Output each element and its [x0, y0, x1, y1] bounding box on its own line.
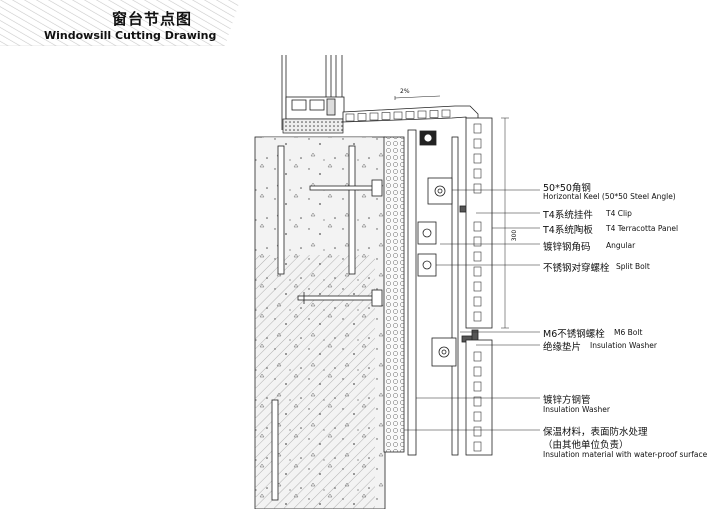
label-t4-panel-cn: T4系统陶板 [543, 225, 593, 236]
page-title: 窗台节点图 [112, 10, 193, 28]
label-insulation-washer-en: Insulation Washer [590, 341, 657, 350]
height-dimension [501, 117, 509, 329]
split-bolts [297, 179, 383, 307]
label-insulation-material-en: Insulation material with water-proof sur… [543, 450, 708, 459]
slope-dimension-label: 2% [400, 88, 410, 95]
sill-cap [342, 105, 479, 127]
label-insulation-washer-cn: 绝缘垫片 [543, 342, 582, 353]
insulation-layer [383, 136, 405, 453]
embedded-anchors [271, 145, 356, 501]
sill-screed [282, 118, 344, 134]
label-split-bolt-en: Split Bolt [616, 262, 650, 271]
label-square-tube-en: Insulation Washer [543, 405, 610, 414]
height-dimension-label: 300 [511, 229, 519, 242]
label-t4-clip-en: T4 Clip [606, 209, 632, 218]
terracotta-panels [465, 117, 493, 456]
label-m6-bolt-en: M6 Bolt [614, 328, 643, 337]
leader-lines [404, 189, 540, 431]
label-t4-panel-en: T4 Terracotta Panel [606, 224, 679, 233]
top-connector [419, 130, 437, 146]
drawing-header: 窗台节点图 Windowsill Cutting Drawing [0, 0, 240, 47]
window-frame [281, 55, 345, 130]
label-horizontal-keel-cn: 50*50角钢 [543, 183, 591, 194]
label-angular-cn: 镀锌钢角码 [543, 242, 591, 253]
angle-brackets [417, 177, 457, 367]
label-m6-bolt-cn: M6不锈钢螺栓 [543, 329, 605, 340]
label-square-tube-cn: 镀锌方钢管 [543, 395, 591, 406]
label-horizontal-keel-en: Horizontal Keel (50*50 Steel Angle) [543, 192, 676, 201]
label-angular-en: Angular [606, 241, 636, 250]
page-subtitle: Windowsill Cutting Drawing [44, 29, 217, 42]
label-insulation-material-cn: 保温材料，表面防水处理 [543, 427, 648, 438]
square-steel-tube [407, 129, 459, 456]
label-t4-clip-cn: T4系统挂件 [543, 210, 593, 221]
label-insulation-material-note: （由其他单位负责） [543, 440, 629, 451]
label-split-bolt-cn: 不锈钢对穿螺栓 [543, 263, 610, 274]
